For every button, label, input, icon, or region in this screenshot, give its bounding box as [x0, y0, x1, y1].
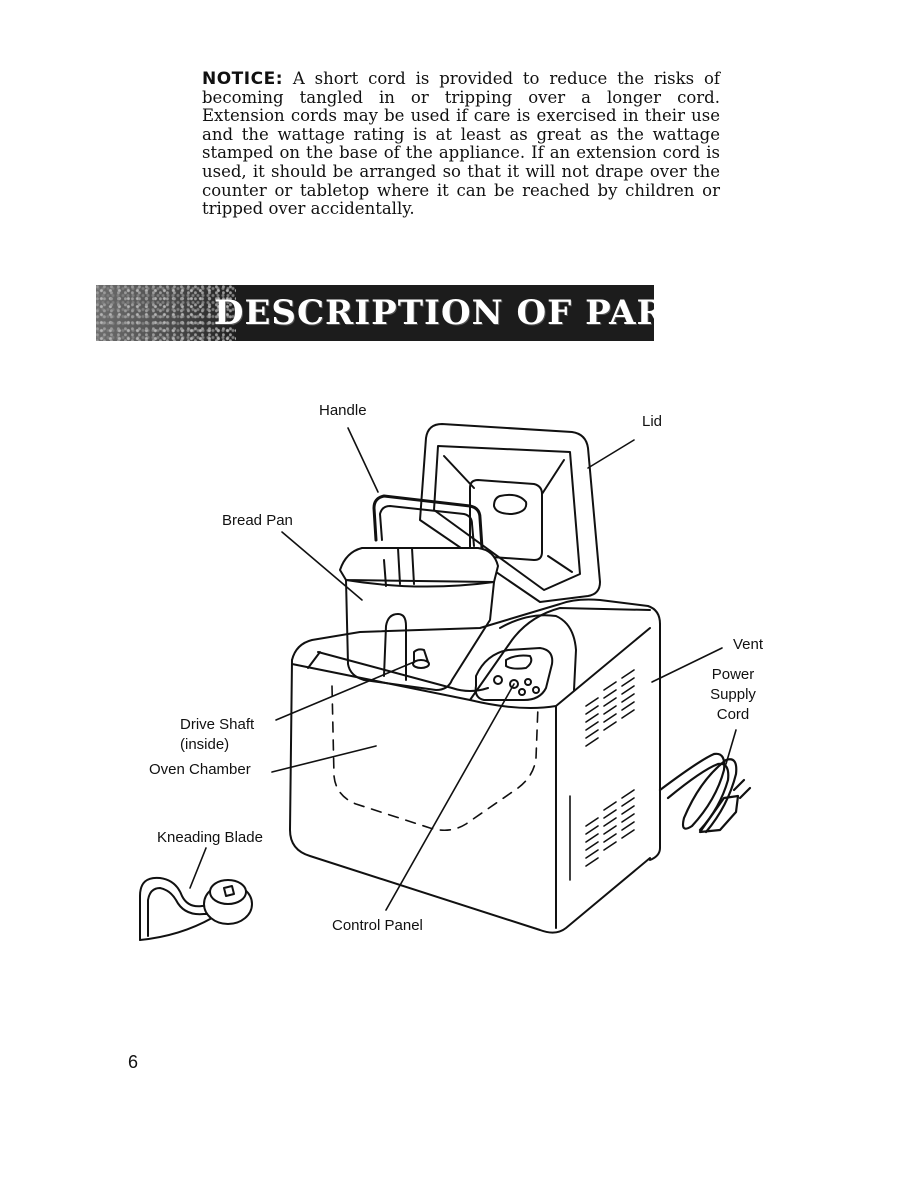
notice-paragraph: NOTICE: A short cord is provided to redu…	[202, 69, 720, 219]
section-banner: DESCRIPTION OF PARTS	[96, 285, 654, 341]
label-bread-pan: Bread Pan	[222, 512, 293, 529]
label-power-line-3: Cord	[716, 706, 750, 723]
label-handle: Handle	[319, 402, 367, 419]
label-power-line-2: Supply	[710, 686, 756, 703]
bread-pan	[339, 494, 499, 691]
label-vent: Vent	[733, 636, 764, 653]
label-power-supply-cord: Power Supply Cord	[700, 665, 766, 725]
power-supply-cord	[658, 752, 752, 834]
label-control-panel: Control Panel	[332, 917, 423, 934]
kneading-blade	[139, 876, 253, 941]
label-drive-shaft-line-1: Drive Shaft	[180, 716, 255, 733]
label-power-line-1: Power	[711, 666, 755, 683]
notice-body: A short cord is provided to reduce the r…	[202, 69, 720, 219]
label-kneading-blade: Kneading Blade	[157, 829, 263, 846]
label-lid: Lid	[642, 413, 663, 430]
lid	[419, 423, 601, 603]
label-oven-chamber: Oven Chamber	[149, 761, 251, 778]
oven-chamber-outline	[331, 685, 539, 832]
label-drive-shaft: Drive Shaft (inside)	[180, 715, 254, 755]
page-number: 6	[128, 1052, 139, 1072]
control-panel	[474, 647, 554, 701]
notice-lead: NOTICE:	[202, 69, 283, 89]
leader-lines	[189, 427, 737, 911]
banner-texture	[96, 285, 236, 341]
drive-shaft	[412, 648, 430, 669]
label-drive-shaft-line-2: (inside)	[180, 736, 230, 753]
machine-body	[289, 598, 661, 934]
section-title: DESCRIPTION OF PARTS	[214, 293, 654, 333]
